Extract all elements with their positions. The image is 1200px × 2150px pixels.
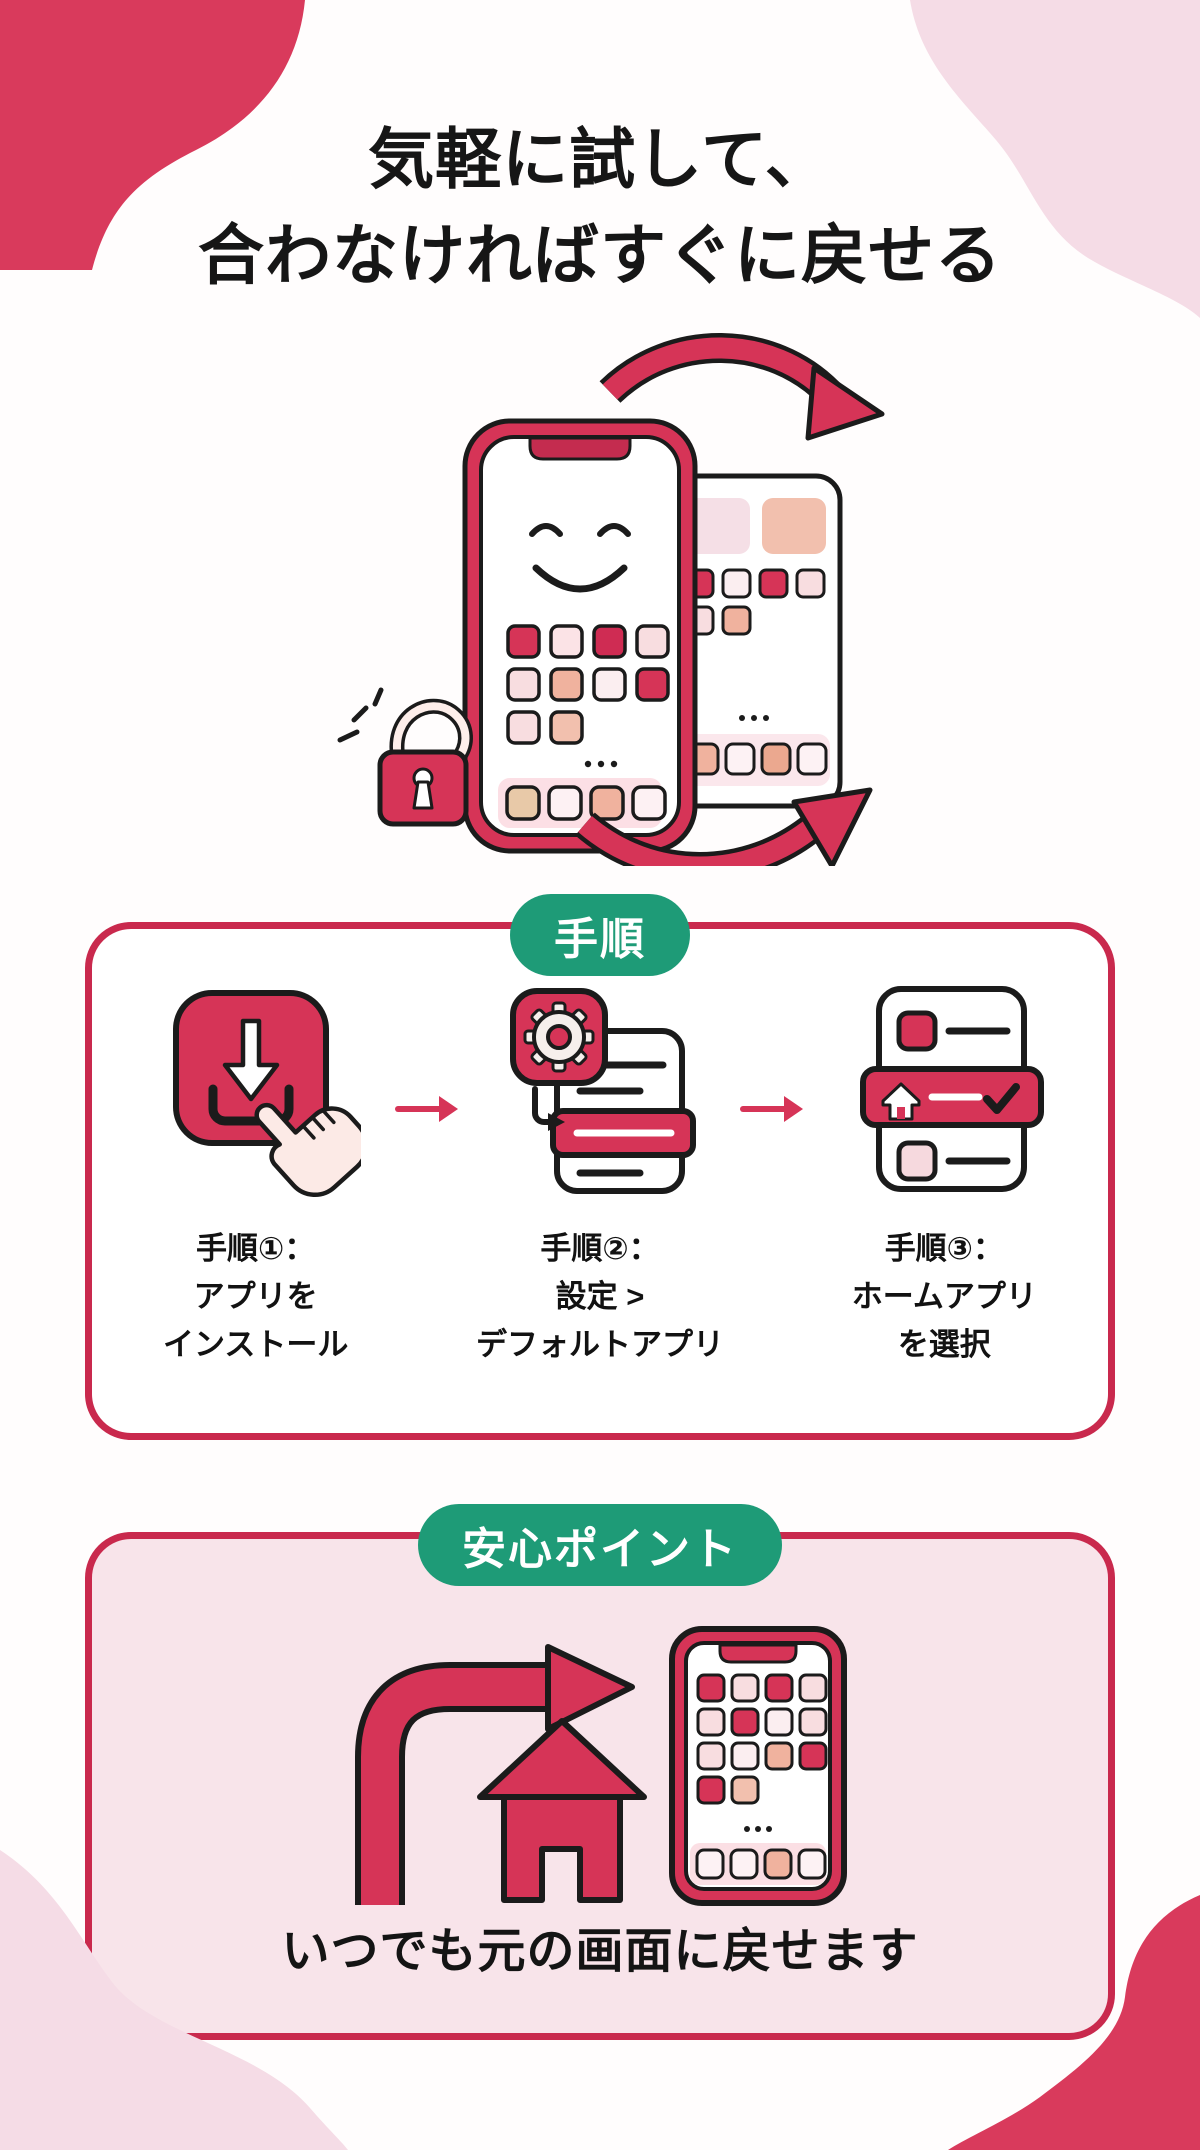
hand-cursor [254,1102,361,1198]
home-icon [477,1718,647,1903]
restored-phone [669,1626,847,1906]
step-2-text: 手順②： 設定 > デフォルトアプリ [475,1231,724,1363]
home-icon [881,1082,921,1121]
safety-section: 安心ポイント [85,1504,1115,2040]
page-title-line2: 合わなければすぐに戻せる [198,217,1002,292]
right-arrow-icon [395,1096,459,1122]
step-2: 手順②： 設定 > デフォルトアプリ [460,973,739,1369]
settings-default-app-icon [509,988,696,1194]
check-icon [983,1083,1021,1114]
cycle-arrow-top [599,333,885,441]
gear-icon [523,1001,595,1073]
revert-to-home-phone-icon [355,1626,847,1906]
page-title: 気軽に試して、 合わなければすぐに戻せる [0,112,1200,303]
click-sparks [337,687,384,743]
cycle-arrow-bottom [575,787,873,866]
steps-row: 手順①： アプリを インストール [92,929,1108,1369]
open-padlock-icon [337,687,473,827]
page-title-line1: 気軽に試して、 [368,122,832,196]
step-1: 手順①： アプリを インストール [116,973,395,1369]
phone-switch-cycle-illustration [337,333,885,866]
smiley-phone [462,418,698,854]
right-arrow-icon [739,1096,803,1122]
home-app-select-icon [860,986,1045,1192]
revert-arrow [355,1644,635,1905]
safety-section-label: 安心ポイント [418,1504,782,1586]
step-3: 手順③： ホームアプリ を選択 [805,973,1084,1369]
step-3-text: 手順③： ホームアプリ を選択 [851,1231,1037,1363]
steps-section-label: 手順 [510,894,690,976]
safety-caption: いつでも元の画面に戻せます [281,1925,919,1978]
app-install-tap-icon [172,990,361,1198]
steps-section: 手順 手順①： アプリを インストール [85,894,1115,1440]
step-1-text: 手順①： アプリを インストール [162,1231,349,1363]
